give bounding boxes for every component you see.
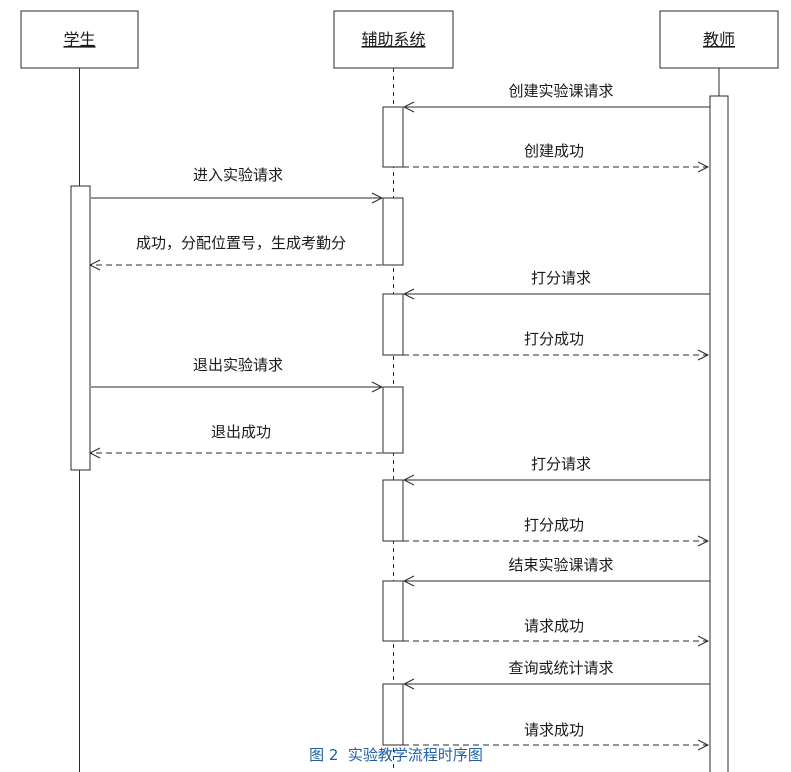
- figure-caption: 图 2 实验教学流程时序图: [309, 746, 483, 764]
- participant-label-system: 辅助系统: [361, 30, 425, 49]
- activation-bar-teacher: [709, 95, 729, 772]
- message-label: 打分成功: [524, 330, 584, 348]
- participant-box-system: [333, 10, 454, 69]
- message-label: 进入实验请求: [193, 166, 283, 184]
- message-label: 请求成功: [524, 617, 584, 635]
- participant-label-teacher: 教师: [703, 30, 735, 49]
- message-label: 打分请求: [531, 269, 591, 287]
- message-label: 结束实验课请求: [508, 556, 613, 574]
- message-label: 创建实验课请求: [508, 82, 613, 100]
- activation-bar-system-4: [382, 386, 404, 454]
- message-label: 成功，分配位置号，生成考勤分: [136, 234, 346, 252]
- message-label: 打分请求: [531, 455, 591, 473]
- activation-bar-system-1: [382, 106, 404, 168]
- participant-box-student: [20, 10, 139, 69]
- message-label: 打分成功: [524, 516, 584, 534]
- activation-bar-system-6: [382, 580, 404, 642]
- message-label: 退出成功: [211, 423, 271, 441]
- activation-bar-student: [70, 185, 91, 471]
- participant-box-teacher: [659, 10, 779, 69]
- activation-bar-system-7: [382, 683, 404, 746]
- message-label: 创建成功: [524, 142, 584, 160]
- activation-bar-system-2: [382, 197, 404, 266]
- message-label: 请求成功: [524, 721, 584, 739]
- activation-bar-system-3: [382, 293, 404, 356]
- message-label: 查询或统计请求: [508, 659, 613, 677]
- message-label: 退出实验请求: [193, 356, 283, 374]
- participant-label-student: 学生: [63, 30, 95, 49]
- activation-bar-system-5: [382, 479, 404, 542]
